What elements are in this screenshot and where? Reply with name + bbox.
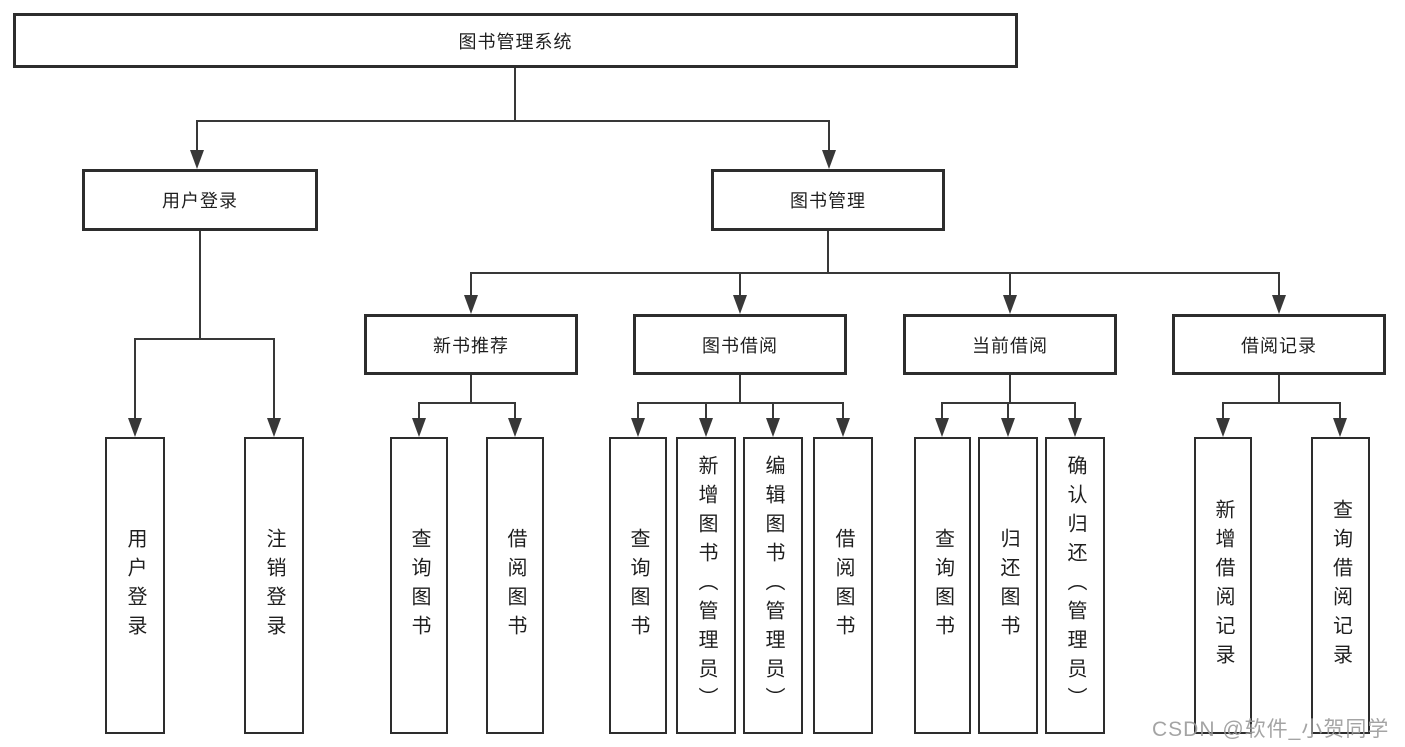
connector-drop-rec-borrow-books xyxy=(514,402,516,419)
node-query-borrow-record: 查询借阅记录 xyxy=(1311,437,1370,734)
arrow-new-book-recommend xyxy=(464,295,478,314)
arrow-borrowing-records xyxy=(1272,295,1286,314)
arrow-login xyxy=(128,418,142,437)
arrow-logout xyxy=(267,418,281,437)
arrow-add-borrow-record xyxy=(1216,418,1230,437)
connector-drop-cur-query-books xyxy=(941,402,943,419)
connector-current-borrowing-trunk xyxy=(1009,375,1011,404)
arrow-book-management xyxy=(822,150,836,169)
connector-user-login-bus xyxy=(135,338,275,340)
node-bor-borrow-books: 借阅图书 xyxy=(813,437,873,734)
connector-current-borrowing-bus xyxy=(942,402,1076,404)
connector-level3-bus xyxy=(471,272,1279,274)
connector-drop-bor-add-books xyxy=(705,402,707,419)
arrow-rec-query-books xyxy=(412,418,426,437)
connector-drop-cur-confirm-return xyxy=(1074,402,1076,419)
connector-drop-user-login xyxy=(196,120,198,151)
connector-drop-book-borrowing xyxy=(739,272,741,296)
csdn-watermark: CSDN @软件_小贺同学 xyxy=(1152,718,1390,741)
arrow-bor-borrow-books xyxy=(836,418,850,437)
connector-drop-bor-query-books xyxy=(637,402,639,419)
connector-drop-borrowing-records xyxy=(1278,272,1280,296)
node-cur-confirm-return-admin: 确认归还（管理员） xyxy=(1045,437,1105,734)
connector-drop-add-borrow-record xyxy=(1222,402,1224,419)
node-bor-add-books-admin: 新增图书（管理员） xyxy=(676,437,736,734)
node-current-borrowing: 当前借阅 xyxy=(903,314,1117,375)
node-user-login: 用户登录 xyxy=(82,169,318,231)
connector-user-login-trunk xyxy=(199,231,201,339)
node-rec-borrow-books: 借阅图书 xyxy=(486,437,544,734)
arrow-query-borrow-record xyxy=(1333,418,1347,437)
node-borrowing-records: 借阅记录 xyxy=(1172,314,1386,375)
connector-drop-login xyxy=(134,338,136,419)
connector-root-trunk xyxy=(514,68,516,121)
connector-borrowing-records-trunk xyxy=(1278,375,1280,404)
connector-new-book-recommend-trunk xyxy=(470,375,472,404)
connector-borrowing-records-bus xyxy=(1223,402,1341,404)
node-new-book-recommend: 新书推荐 xyxy=(364,314,578,375)
arrow-bor-edit-books xyxy=(766,418,780,437)
connector-drop-current-borrowing xyxy=(1009,272,1011,296)
connector-new-book-recommend-bus xyxy=(419,402,516,404)
arrow-cur-query-books xyxy=(935,418,949,437)
arrow-cur-confirm-return xyxy=(1068,418,1082,437)
node-cur-query-books: 查询图书 xyxy=(914,437,971,734)
connector-drop-logout xyxy=(273,338,275,419)
node-bor-query-books: 查询图书 xyxy=(609,437,667,734)
node-rec-query-books: 查询图书 xyxy=(390,437,448,734)
connector-drop-query-borrow-record xyxy=(1339,402,1341,419)
connector-book-borrowing-trunk xyxy=(739,375,741,404)
arrow-current-borrowing xyxy=(1003,295,1017,314)
node-book-borrowing: 图书借阅 xyxy=(633,314,847,375)
arrow-bor-query-books xyxy=(631,418,645,437)
connector-drop-book-management xyxy=(828,120,830,151)
node-logout: 注销登录 xyxy=(244,437,304,734)
node-add-borrow-record: 新增借阅记录 xyxy=(1194,437,1252,734)
node-bor-edit-books-admin: 编辑图书（管理员） xyxy=(743,437,803,734)
node-login: 用户登录 xyxy=(105,437,165,734)
connector-book-borrowing-bus xyxy=(638,402,843,404)
arrow-bor-add-books xyxy=(699,418,713,437)
connector-drop-new-book-recommend xyxy=(470,272,472,296)
connector-drop-rec-query-books xyxy=(418,402,420,419)
arrow-book-borrowing xyxy=(733,295,747,314)
arrow-user-login xyxy=(190,150,204,169)
node-cur-return-books: 归还图书 xyxy=(978,437,1038,734)
node-library-system: 图书管理系统 xyxy=(13,13,1018,68)
node-book-management: 图书管理 xyxy=(711,169,945,231)
connector-level2-bus xyxy=(197,120,829,122)
connector-drop-bor-borrow-books xyxy=(842,402,844,419)
connector-drop-cur-return-books xyxy=(1007,402,1009,419)
connector-drop-bor-edit-books xyxy=(772,402,774,419)
connector-book-management-trunk xyxy=(827,231,829,274)
arrow-rec-borrow-books xyxy=(508,418,522,437)
arrow-cur-return-books xyxy=(1001,418,1015,437)
